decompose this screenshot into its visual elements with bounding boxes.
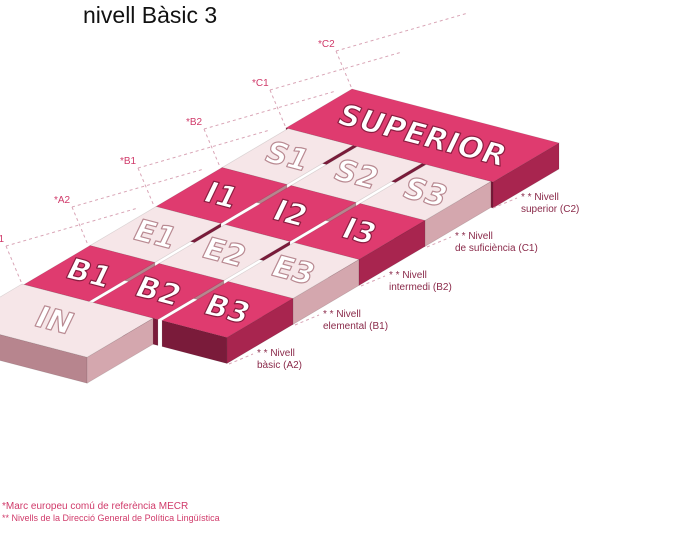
mecr-guide-line <box>269 89 287 129</box>
mecr-guide-line <box>137 167 155 207</box>
level-label-name: bàsic (A2) <box>257 360 302 371</box>
mecr-guide-line <box>71 206 89 246</box>
level-tile-e3: E3 <box>269 249 318 293</box>
mecr-level-label: *C2 <box>318 39 335 50</box>
mecr-level-label: *A1 <box>0 234 5 245</box>
mecr-guide-line <box>5 245 23 285</box>
mecr-guide-line <box>335 12 469 52</box>
block-top-face <box>161 281 294 338</box>
mecr-guide-line <box>71 168 205 208</box>
mecr-guide-line <box>269 51 403 91</box>
level-label-prefix: * * Nivell <box>521 192 559 203</box>
label-leader-line <box>426 236 452 248</box>
level-label-name: elemental (B1) <box>323 321 388 332</box>
level-label-prefix: * * Nivell <box>257 348 295 359</box>
footnote-mecr: *Marc europeu comú de referència MECR <box>2 501 188 512</box>
level-label-prefix: * * Nivell <box>455 231 493 242</box>
mecr-guide-line <box>203 90 337 130</box>
block-top-face <box>0 283 155 358</box>
page-title: nivell Bàsic 3 <box>83 2 218 28</box>
label-leader-line <box>360 275 386 287</box>
mecr-guide-line <box>137 129 271 169</box>
label-leader-line <box>492 197 518 209</box>
mecr-guide-line <box>5 207 139 247</box>
level-label-name: intermedi (B2) <box>389 282 452 293</box>
mecr-level-label: *C1 <box>252 78 269 89</box>
block-top-face <box>285 88 560 183</box>
block-top-face <box>92 263 225 320</box>
mecr-guide-line <box>203 128 221 168</box>
footnotes: *Marc europeu comú de referència MECR** … <box>2 501 220 523</box>
mecr-guide-line <box>335 50 353 90</box>
label-leader-line <box>228 353 254 365</box>
mecr-level-label: *B1 <box>120 156 137 167</box>
level-label-name: superior (C2) <box>521 204 579 215</box>
level-tile-i2: I2 <box>270 193 310 235</box>
level-row: IN <box>0 283 155 384</box>
mecr-level-label: *A2 <box>54 195 71 206</box>
block-top-face <box>23 245 156 302</box>
level-guide-lines <box>5 12 469 285</box>
mecr-level-label: *B2 <box>186 117 203 128</box>
footnote-dgpl: ** Nivells de la Direcció General de Pol… <box>2 513 220 523</box>
level-label-name: de suficiència (C1) <box>455 243 538 254</box>
level-label-prefix: * * Nivell <box>389 270 427 281</box>
label-leader-line <box>294 314 320 326</box>
level-label-prefix: * * Nivell <box>323 309 361 320</box>
